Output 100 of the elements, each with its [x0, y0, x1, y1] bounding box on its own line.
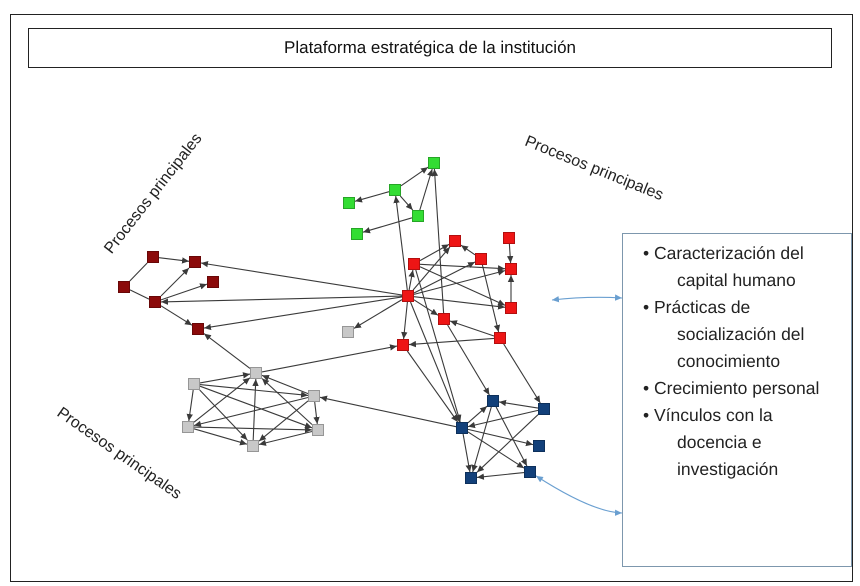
arrow: [468, 428, 534, 446]
network-node: [397, 339, 409, 351]
arrow: [194, 396, 308, 427]
network-node: [456, 422, 468, 434]
double-arrow: [536, 475, 622, 516]
network-node: [182, 421, 194, 433]
arrow: [468, 431, 524, 469]
network-node: [188, 378, 200, 390]
arrow: [400, 196, 414, 210]
arrow: [476, 472, 524, 480]
network-node: [343, 197, 355, 209]
arrow: [412, 246, 450, 290]
arrow: [200, 372, 250, 384]
bullet-item: • Prácticas de socialización del conocimiento: [642, 296, 806, 373]
network-node: [505, 302, 517, 314]
arrow: [160, 305, 192, 326]
arrow: [401, 302, 408, 340]
arrow: [450, 320, 494, 337]
arrow: [414, 262, 476, 294]
arrow: [362, 217, 412, 234]
arrow: [400, 166, 428, 186]
network-node: [449, 235, 461, 247]
arrow: [262, 374, 308, 394]
arrow: [472, 406, 492, 472]
arrow: [414, 296, 506, 310]
network-node: [207, 276, 219, 288]
network-node: [250, 367, 262, 379]
network-node: [505, 263, 517, 275]
heading-text: Plataforma estratégica de la institución: [284, 38, 576, 58]
arrow: [262, 344, 398, 372]
arrow: [313, 402, 320, 424]
network-node: [428, 157, 440, 169]
arrow: [354, 191, 390, 202]
network-node: [465, 472, 477, 484]
arrow: [498, 400, 538, 409]
title-box: [28, 28, 832, 68]
arrow: [354, 299, 402, 329]
network-node: [189, 256, 201, 268]
network-node: [412, 210, 424, 222]
network-node: [118, 281, 130, 293]
arrow: [320, 396, 456, 428]
arrow: [503, 344, 541, 404]
bullet-item: • Crecimiento personal: [642, 377, 820, 400]
network-node: [438, 313, 450, 325]
network-node: [149, 296, 161, 308]
arrow: [160, 296, 402, 305]
arrow: [204, 333, 250, 369]
arrow: [200, 386, 312, 428]
network-node: [408, 258, 420, 270]
arrow: [420, 244, 450, 262]
network-node: [192, 323, 204, 335]
arrow: [476, 414, 538, 473]
arrow: [415, 270, 462, 422]
network-node: [351, 228, 363, 240]
arrow: [160, 268, 190, 296]
network-node: [342, 326, 354, 338]
arrow: [393, 196, 408, 290]
arrow: [460, 244, 476, 256]
arrow: [419, 168, 434, 210]
arrow: [194, 428, 248, 446]
network-node: [247, 440, 259, 452]
arrow: [406, 350, 458, 422]
arrow: [200, 384, 308, 398]
connector-line: [129, 262, 148, 282]
network-node: [533, 440, 545, 452]
arrow: [186, 390, 194, 422]
network-node: [312, 424, 324, 436]
network-node: [475, 253, 487, 265]
text-panel: [622, 233, 852, 567]
arrow: [496, 406, 528, 466]
arrow: [414, 269, 506, 295]
network-node: [487, 395, 499, 407]
arrow: [199, 390, 248, 440]
arrow: [420, 264, 506, 272]
arrow: [468, 406, 488, 424]
bullet-item: • Caracterización del capital humano: [642, 242, 805, 292]
arrow: [258, 400, 308, 442]
network-node: [524, 466, 536, 478]
arrow: [432, 168, 444, 314]
arrow: [508, 275, 514, 302]
arrow: [194, 426, 312, 433]
arrow: [410, 302, 460, 422]
network-node: [389, 184, 401, 196]
arrow: [204, 296, 402, 330]
arrow: [408, 338, 494, 348]
arrow: [194, 377, 250, 423]
connector-line: [130, 289, 150, 300]
network-node: [402, 290, 414, 302]
double-arrow: [552, 294, 622, 302]
network-node: [538, 403, 550, 415]
arrow: [506, 244, 514, 264]
arrow: [447, 324, 490, 396]
bullet-item: • Vínculos con la docencia e investigación: [642, 404, 780, 481]
arrow: [160, 283, 208, 300]
arrow: [200, 260, 402, 296]
arrow: [420, 266, 506, 306]
arrow: [258, 430, 312, 446]
arrow: [252, 378, 259, 440]
network-node: [503, 232, 515, 244]
arrow: [462, 434, 472, 472]
